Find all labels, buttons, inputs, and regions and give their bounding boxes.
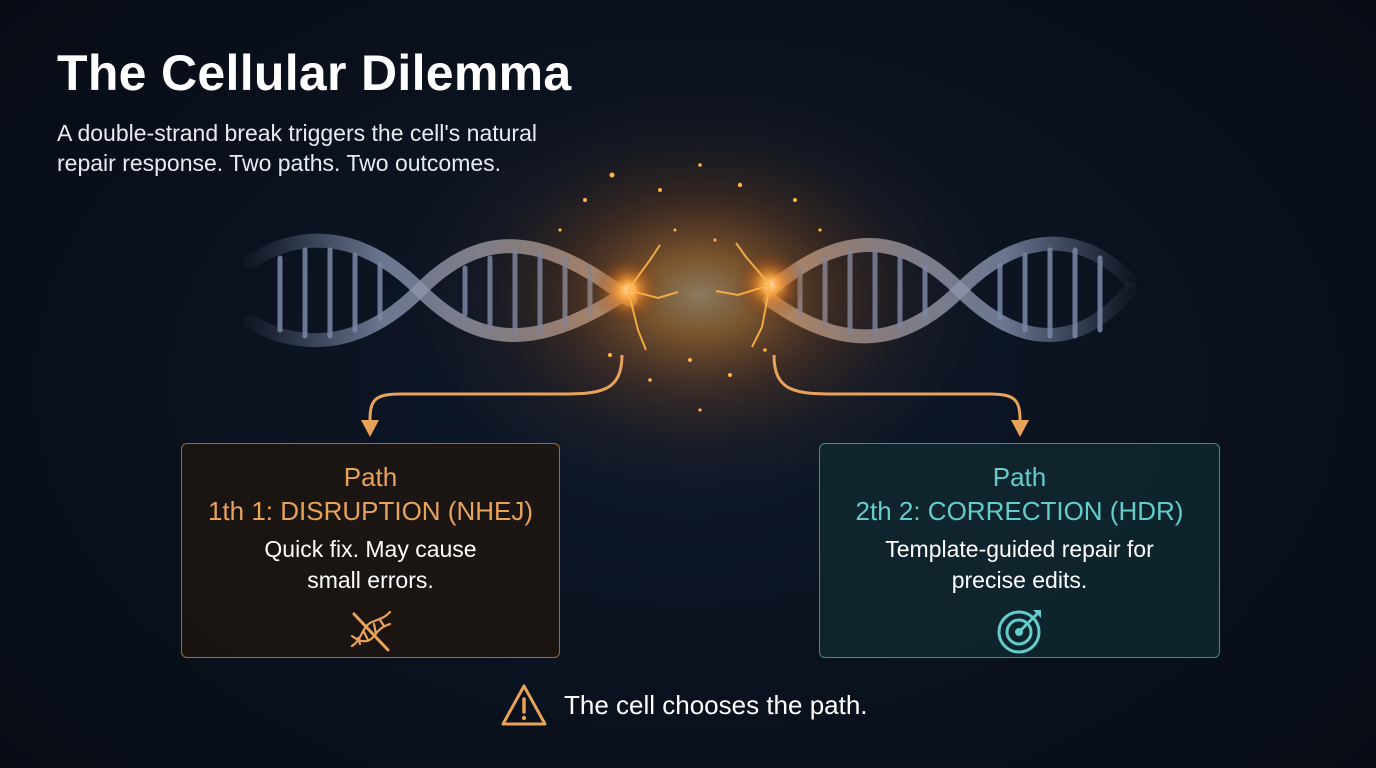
path-name: 2th 2: CORRECTION (HDR)	[855, 496, 1184, 526]
page-subtitle: A double-strand break triggers the cell'…	[57, 120, 537, 176]
path-label: Path	[992, 462, 1047, 492]
path-description-line: small errors.	[307, 567, 434, 593]
path-card-correction: Path 2th 2: CORRECTION (HDR) Template-gu…	[819, 443, 1220, 658]
path-description-line: Template-guided repair for	[885, 536, 1154, 562]
break-glow	[470, 135, 930, 455]
connector-left	[368, 354, 624, 421]
path-description: Template-guided repair for precise edits…	[820, 534, 1219, 596]
page-title: The Cellular Dilemma	[57, 45, 572, 101]
arrowhead-left	[361, 420, 379, 437]
target-icon	[997, 610, 1041, 654]
path-description: Quick fix. May cause small errors.	[182, 534, 559, 596]
path-name: 1th 1: DISRUPTION (NHEJ)	[207, 496, 534, 526]
warning-icon	[501, 684, 547, 726]
footer-note: The cell chooses the path.	[500, 683, 868, 727]
crossed-dna-icon	[350, 610, 391, 652]
connector-right	[772, 354, 1022, 421]
footer-text: The cell chooses the path.	[564, 689, 868, 720]
path-description-line: precise edits.	[951, 567, 1088, 593]
path-card-disruption: Path 1th 1: DISRUPTION (NHEJ) Quick fix.…	[181, 443, 560, 658]
path-description-line: Quick fix. May cause	[264, 536, 477, 562]
path-label: Path	[343, 462, 398, 492]
arrowhead-right	[1011, 420, 1029, 437]
